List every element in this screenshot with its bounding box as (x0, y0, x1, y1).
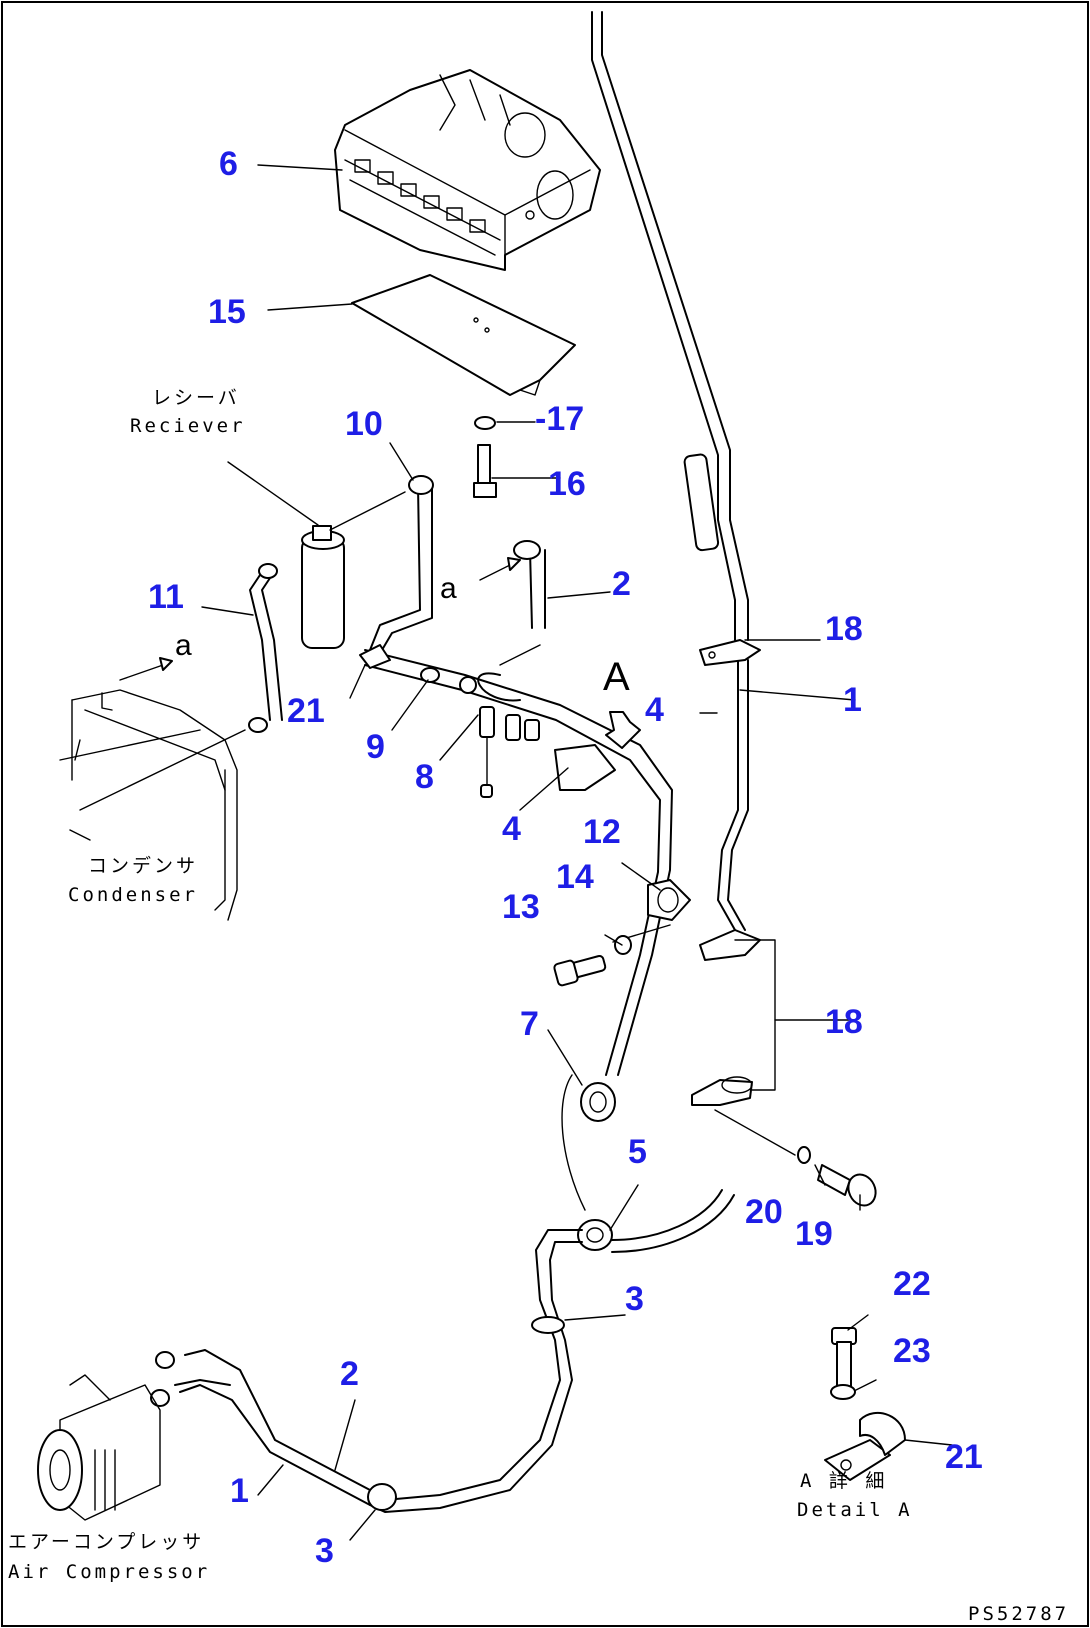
callout-13: 13 (502, 888, 540, 926)
hose-10 (369, 475, 434, 651)
callout-3-upper: 3 (625, 1280, 644, 1318)
callout-18-lower: 18 (825, 1003, 863, 1041)
callout-4-upper: 4 (645, 691, 664, 729)
callout-22: 22 (893, 1265, 931, 1303)
clamp-12-leader (621, 862, 661, 891)
ref-a-arrow-upper (479, 564, 511, 581)
grommet-7 (580, 1082, 616, 1122)
detail-a-bolt-22 (831, 1327, 857, 1388)
compressor-label-en: Air Compressor (8, 1561, 210, 1583)
ref-a-arrow-left (119, 664, 164, 681)
callout-21-lower: 21 (945, 1438, 983, 1476)
bolt-13 (553, 954, 607, 987)
cover-hole (484, 327, 490, 333)
callout-4-lower: 4 (502, 810, 521, 848)
condenser (59, 689, 246, 921)
callout-12: 12 (583, 813, 621, 851)
receiver-label-en: Reciever (130, 415, 246, 437)
clamp-18-bracket-line (734, 939, 776, 1091)
hose-2-lower (150, 1229, 583, 1513)
condenser-label-en: Condenser (68, 884, 198, 906)
callout-19: 19 (795, 1215, 833, 1253)
washer-17 (474, 416, 496, 430)
callout-8: 8 (415, 758, 434, 796)
washer-14 (614, 935, 632, 955)
cover-hole (473, 317, 479, 323)
callout-6: 6 (219, 145, 238, 183)
liquid-tube-assembly (359, 644, 673, 1076)
clamp-18-middle (699, 929, 761, 961)
air-compressor (37, 1374, 161, 1521)
callout-16: 16 (548, 465, 586, 503)
hose-11 (248, 563, 283, 733)
callout-9: 9 (366, 728, 385, 766)
callout-10: 10 (345, 405, 383, 443)
washer-20 (797, 1146, 811, 1164)
callout-2-upper: 2 (612, 565, 631, 603)
ref-a-arrowhead-left (159, 657, 173, 671)
hose-1-long (591, 11, 749, 931)
receiver-drier (301, 525, 345, 649)
view-a-label: A (603, 655, 630, 699)
detail-a-washer-23 (830, 1384, 856, 1400)
cover-edge (519, 379, 541, 396)
callout-11: 11 (148, 578, 184, 616)
ref-a-label-upper: a (440, 572, 457, 605)
callout-20: 20 (745, 1193, 783, 1231)
hose-5-branch-inner (611, 1194, 735, 1253)
compressor-label-jp: エアーコンプレッサ (8, 1531, 204, 1553)
detail-a-label-jp: A 詳 細 (800, 1470, 887, 1492)
bolt-16 (473, 444, 497, 498)
callout-14: 14 (556, 858, 594, 896)
condenser-label-jp: コンデンサ (88, 855, 198, 877)
ref-a-arrowhead-upper (507, 557, 521, 571)
callout-17: -17 (535, 400, 584, 438)
leader-lines (201, 164, 953, 1541)
clamp-18-upper (699, 639, 761, 666)
clamp-18-lower (691, 1076, 753, 1106)
callout-15: 15 (208, 293, 246, 331)
callout-1-lower: 1 (230, 1472, 249, 1510)
detail-a-label-en: Detail A (797, 1499, 913, 1521)
callout-23: 23 (893, 1332, 931, 1370)
ref-a-label-left: a (175, 629, 192, 662)
bolt-19 (817, 1164, 877, 1207)
bolt-19-leader (714, 1109, 796, 1156)
callout-21-upper: 21 (287, 692, 325, 730)
callout-18-upper: 18 (825, 610, 863, 648)
callout-7: 7 (520, 1005, 539, 1043)
detail-a-clamp-21 (824, 1411, 906, 1481)
callout-5: 5 (628, 1133, 647, 1171)
view-a-arrow-icon (605, 711, 641, 749)
clamp-12 (647, 879, 691, 921)
evaporator-cover (351, 274, 576, 396)
grommet-5 (577, 1219, 613, 1251)
evaporator-unit (334, 69, 601, 271)
callout-2-lower: 2 (340, 1355, 359, 1393)
hose-7-loop (561, 1074, 586, 1211)
callout-1-upper: 1 (843, 681, 862, 719)
receiver-label-jp: レシーバ (152, 387, 240, 409)
receiver-to-10-line (329, 491, 406, 531)
hose-5-branch (611, 1189, 723, 1241)
drawing-code: PS52787 (968, 1603, 1069, 1625)
receiver-leader (227, 461, 319, 526)
hose-2-upper (513, 540, 546, 629)
callout-3-lower: 3 (315, 1532, 334, 1570)
